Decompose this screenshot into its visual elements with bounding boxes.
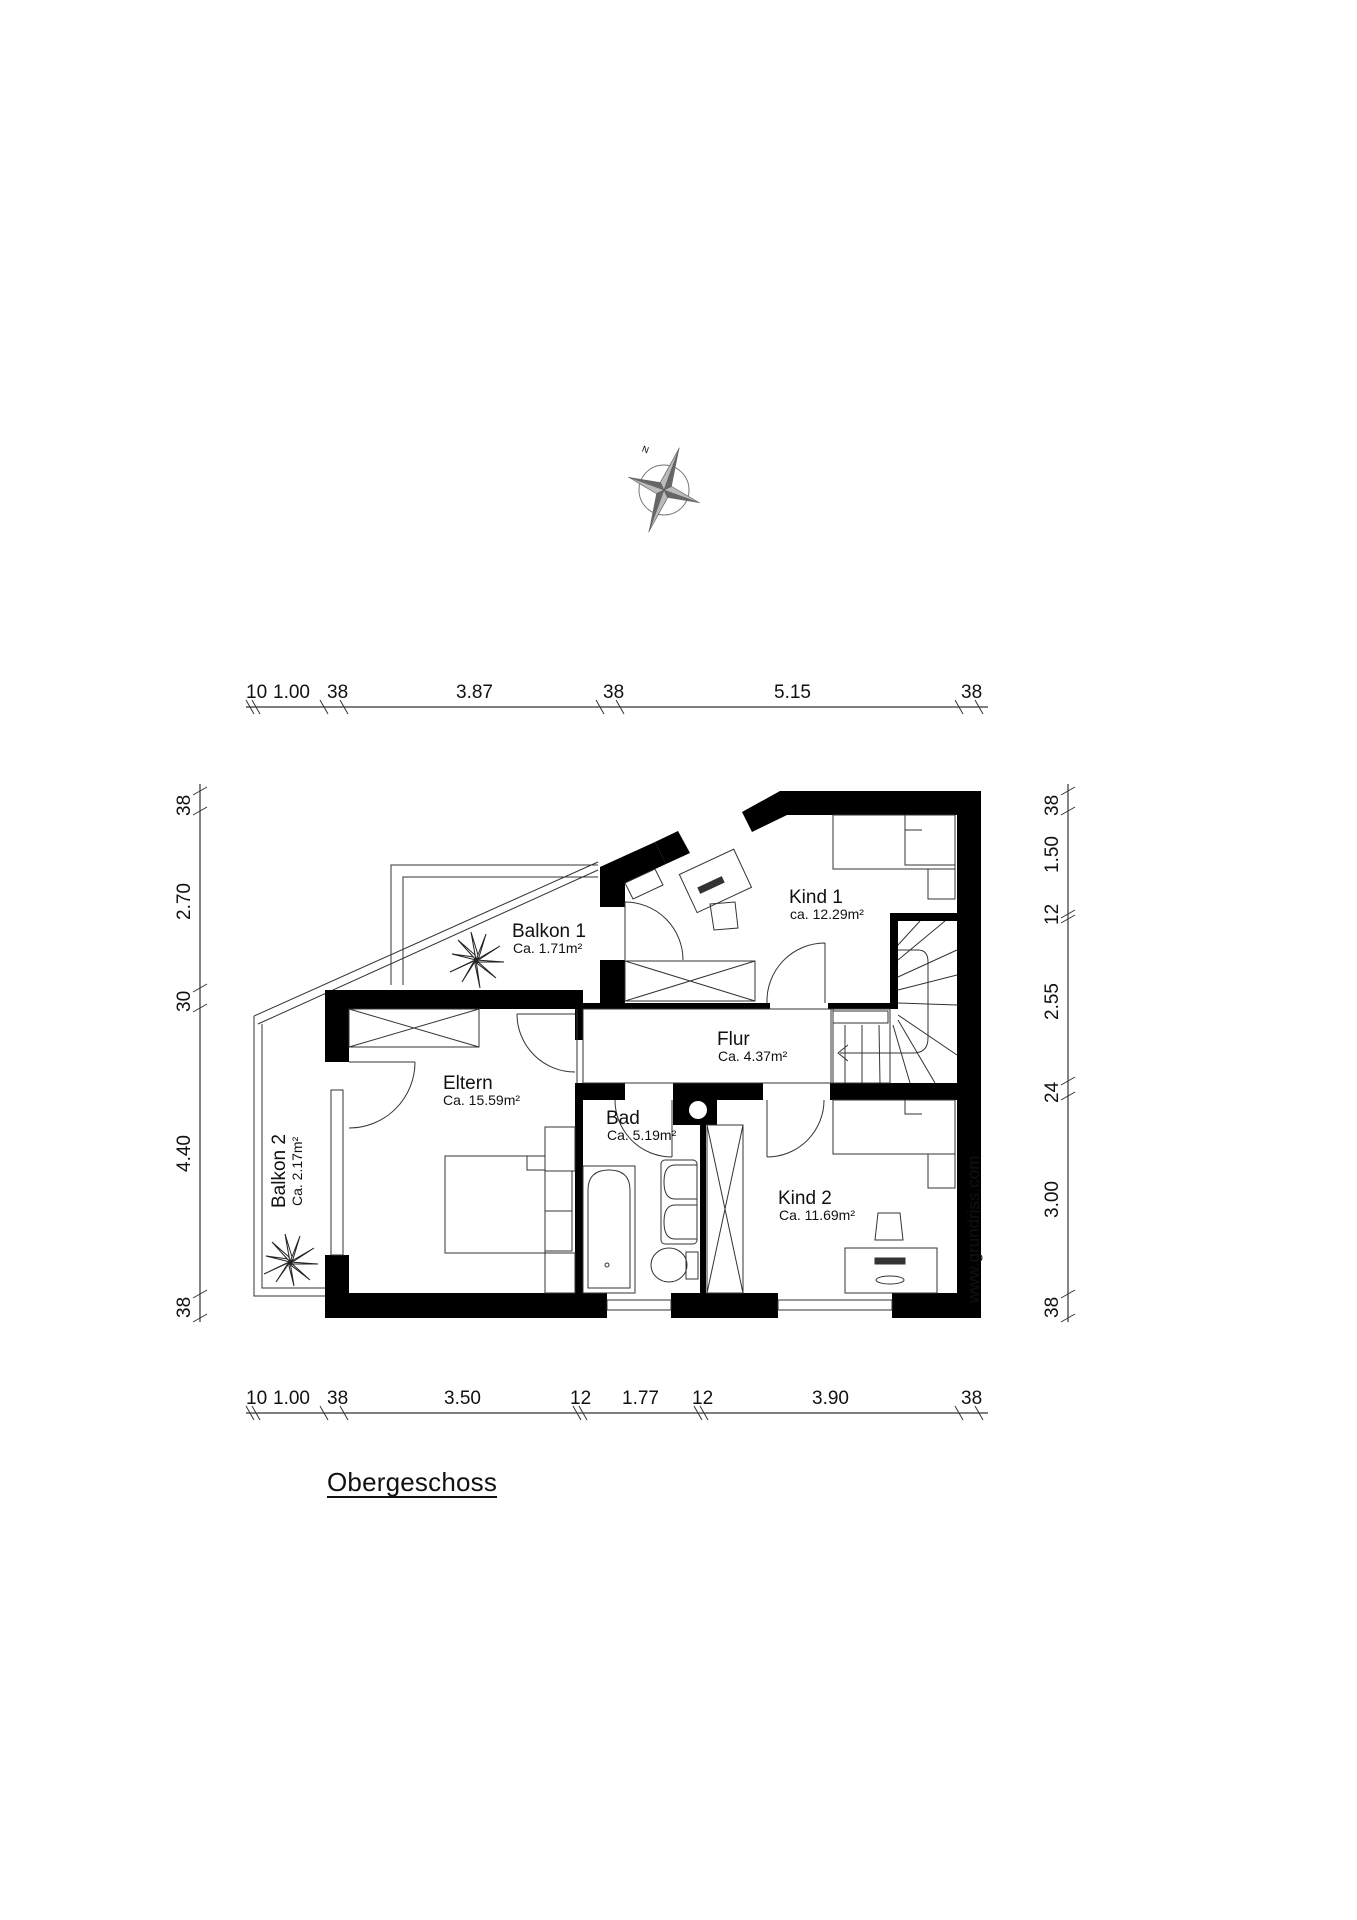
kind1-furniture xyxy=(624,814,956,1004)
svg-text:Ca. 1.71m²: Ca. 1.71m² xyxy=(513,940,583,956)
svg-text:Kind 2: Kind 2 xyxy=(778,1188,832,1209)
staircase-icon xyxy=(830,920,958,1084)
windows xyxy=(330,868,893,1311)
svg-text:Ca. 5.19m²: Ca. 5.19m² xyxy=(607,1127,677,1143)
svg-text:24: 24 xyxy=(1042,1081,1063,1103)
balkon-1-outline xyxy=(253,861,599,1025)
dimension-line-top xyxy=(245,699,988,715)
svg-text:3.00: 3.00 xyxy=(1042,1181,1063,1218)
dimension-line-right xyxy=(1060,784,1076,1323)
door-swing-kind1-balkon xyxy=(624,901,684,961)
bed-icon xyxy=(832,1099,956,1155)
nightstand-icon xyxy=(544,1252,576,1294)
door-swing-kind2 xyxy=(766,1099,825,1158)
svg-text:Balkon 2: Balkon 2 xyxy=(269,1134,290,1208)
dimension-line-bottom xyxy=(245,1405,988,1421)
svg-text:3.90: 3.90 xyxy=(812,1388,849,1409)
svg-text:1.00: 1.00 xyxy=(273,1388,310,1409)
svg-text:Kind 1: Kind 1 xyxy=(789,887,843,908)
svg-text:Ca. 11.69m²: Ca. 11.69m² xyxy=(779,1207,855,1223)
svg-text:Balkon 1: Balkon 1 xyxy=(512,921,586,942)
shaft-icon xyxy=(689,1101,707,1119)
svg-text:Flur: Flur xyxy=(717,1029,750,1050)
room-label-balkon1: Balkon 1 Ca. 1.71m² xyxy=(512,921,586,956)
svg-text:2.70: 2.70 xyxy=(174,883,195,920)
svg-text:ca. 12.29m²: ca. 12.29m² xyxy=(790,906,864,922)
wardrobe-icon xyxy=(706,1124,744,1294)
svg-text:12: 12 xyxy=(692,1388,713,1409)
door-swing-kind1-flur xyxy=(766,942,826,1004)
svg-text:38: 38 xyxy=(174,795,195,816)
wardrobe-icon xyxy=(624,960,756,1002)
door-swing-eltern-balkon xyxy=(348,1061,416,1129)
svg-text:1.77: 1.77 xyxy=(622,1388,659,1409)
room-label-kind2: Kind 2 Ca. 11.69m² xyxy=(778,1188,855,1223)
svg-text:10: 10 xyxy=(246,1388,267,1409)
plant-icon xyxy=(449,931,505,989)
room-label-kind1: Kind 1 ca. 12.29m² xyxy=(789,887,864,922)
watermark-text: www.grundriss.com xyxy=(964,1156,983,1304)
flur-outline xyxy=(576,1008,834,1084)
svg-text:4.40: 4.40 xyxy=(174,1135,195,1172)
svg-text:1.00: 1.00 xyxy=(273,682,310,703)
svg-text:Eltern: Eltern xyxy=(443,1073,493,1094)
svg-text:12: 12 xyxy=(1042,904,1063,925)
room-label-eltern: Eltern Ca. 15.59m² xyxy=(443,1073,520,1108)
svg-text:3.87: 3.87 xyxy=(456,682,493,703)
nightstand-icon xyxy=(544,1126,576,1172)
svg-text:5.15: 5.15 xyxy=(774,682,811,703)
desk-icon xyxy=(844,1247,938,1294)
monitor-icon xyxy=(875,1275,905,1285)
dimension-labels-right: 38 1.50 12 2.55 24 3.00 38 xyxy=(1042,795,1063,1318)
svg-text:38: 38 xyxy=(603,682,624,703)
compass-north-label: N xyxy=(641,444,651,456)
svg-text:Ca. 2.17m²: Ca. 2.17m² xyxy=(289,1136,305,1206)
wardrobe-icon xyxy=(348,1008,480,1048)
svg-text:38: 38 xyxy=(961,1388,982,1409)
svg-text:12: 12 xyxy=(570,1388,591,1409)
room-label-bad: Bad Ca. 5.19m² xyxy=(606,1108,677,1143)
svg-text:Ca. 4.37m²: Ca. 4.37m² xyxy=(718,1048,788,1064)
chair-icon xyxy=(709,901,739,931)
walls xyxy=(325,791,981,1318)
svg-text:3.50: 3.50 xyxy=(444,1388,481,1409)
plant-icon xyxy=(263,1233,319,1287)
keyboard-icon xyxy=(697,876,725,894)
toilet-icon xyxy=(650,1247,688,1283)
svg-text:38: 38 xyxy=(961,682,982,703)
door-swing-bad xyxy=(614,1099,673,1158)
svg-text:38: 38 xyxy=(174,1297,195,1318)
door-swing-eltern-flur xyxy=(516,1013,576,1073)
balkon-2-outline xyxy=(253,1016,325,1297)
dimension-labels-bottom: 10 1.00 38 3.50 12 1.77 12 3.90 38 xyxy=(246,1388,982,1409)
svg-text:38: 38 xyxy=(1042,795,1063,816)
kind2-furniture xyxy=(706,1099,956,1294)
chair-icon xyxy=(874,1212,904,1241)
svg-text:Bad: Bad xyxy=(606,1108,640,1129)
svg-text:1.50: 1.50 xyxy=(1042,836,1063,873)
dimension-labels-top: 10 1.00 38 3.87 38 5.15 38 xyxy=(246,682,982,703)
bathtub-icon xyxy=(582,1165,636,1294)
svg-text:30: 30 xyxy=(174,991,195,1012)
room-label-balkon2: Balkon 2 Ca. 2.17m² xyxy=(269,1134,305,1208)
bad-fixtures xyxy=(582,1099,699,1294)
sink-icon xyxy=(660,1159,698,1245)
svg-text:2.55: 2.55 xyxy=(1042,983,1063,1020)
svg-text:Ca. 15.59m²: Ca. 15.59m² xyxy=(443,1092,520,1108)
keyboard-icon xyxy=(874,1257,906,1265)
dimension-labels-left: 38 2.70 30 4.40 38 xyxy=(174,795,195,1318)
svg-text:38: 38 xyxy=(327,1388,348,1409)
dimension-line-left xyxy=(192,784,208,1323)
svg-text:38: 38 xyxy=(327,682,348,703)
floor-title: Obergeschoss xyxy=(327,1467,498,1497)
svg-text:10: 10 xyxy=(246,682,267,703)
bed-icon xyxy=(444,1155,546,1254)
compass-rose-icon: N xyxy=(628,444,700,533)
room-label-flur: Flur Ca. 4.37m² xyxy=(717,1029,788,1064)
desk-icon xyxy=(678,848,753,914)
svg-text:38: 38 xyxy=(1042,1297,1063,1318)
eltern-furniture xyxy=(348,1008,576,1294)
